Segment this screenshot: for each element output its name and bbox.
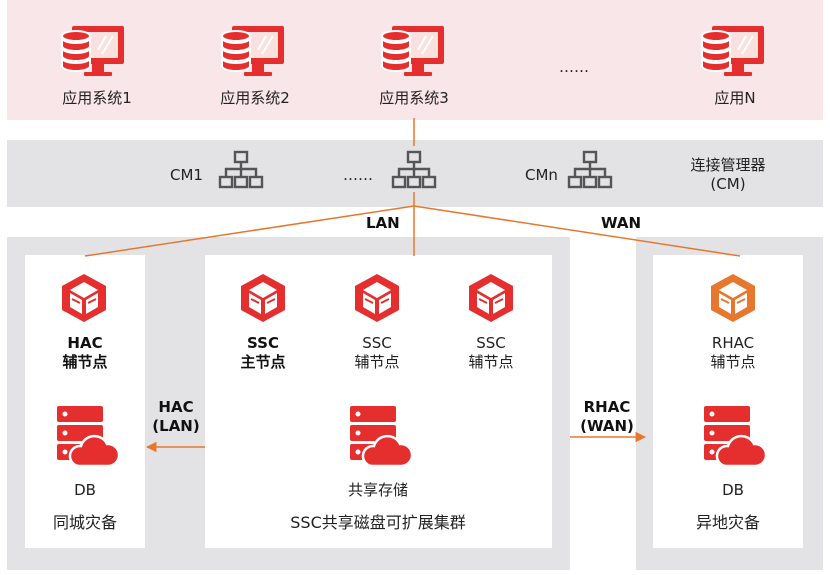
ssc-main-line1: SSC	[247, 334, 279, 352]
cm-title-line1: 连接管理器	[690, 156, 766, 174]
right-db-label: DB	[722, 481, 744, 499]
ssc-aux2-line1: SSC	[476, 334, 506, 352]
rhac-node-line1: RHAC	[711, 334, 755, 352]
hac-node-cube-icon	[62, 274, 106, 322]
wan-label: WAN	[601, 214, 642, 232]
rhac-node-cube-icon	[711, 274, 755, 322]
left-db-label: DB	[74, 481, 96, 499]
rhac-node-line2: 辅节点	[710, 353, 756, 371]
cm-title-line2: (CM)	[710, 175, 746, 193]
lan-label: LAN	[366, 214, 400, 232]
hac-lan-line2: (LAN)	[152, 417, 200, 435]
ssc-main-node-cube-icon	[241, 274, 285, 322]
cm-ellipsis: ……	[343, 166, 373, 184]
app-system-icon	[221, 26, 284, 76]
shared-storage-icon	[350, 406, 414, 468]
network-topology-icon	[218, 150, 264, 189]
app-label-n: 应用N	[714, 89, 756, 107]
rhac-wan-line1: RHAC	[583, 398, 631, 416]
hac-node-line2: 辅节点	[62, 353, 108, 371]
database-server-icon	[704, 406, 768, 468]
hub-to-rhac-line	[413, 205, 741, 257]
left-panel-title: 同城灾备	[52, 513, 118, 532]
ssc-aux-node-2-label: SSC 辅节点	[468, 334, 513, 372]
ssc-aux-node-cube-icon	[469, 274, 513, 322]
ssc-cluster-title: SSC共享磁盘可扩展集群	[290, 513, 466, 532]
app-system-icon	[61, 26, 124, 76]
ssc-aux2-line2: 辅节点	[468, 353, 514, 371]
network-topology-icon	[391, 150, 437, 189]
cm-label-1: CM1	[170, 166, 203, 184]
network-topology-icon	[567, 150, 613, 189]
rhac-wan-line2: (WAN)	[580, 417, 634, 435]
ssc-aux1-line2: 辅节点	[354, 353, 400, 371]
app-label-1: 应用系统1	[62, 89, 132, 107]
app-system-icon	[701, 26, 764, 76]
apps-ellipsis: ……	[559, 58, 589, 76]
hac-lan-line1: HAC	[158, 398, 194, 416]
shared-storage-label: 共享存储	[347, 481, 409, 499]
database-server-icon	[57, 406, 121, 468]
app-system-icon	[381, 26, 444, 76]
ssc-main-node-label: SSC 主节点	[240, 334, 285, 372]
ssc-aux1-line1: SSC	[362, 334, 392, 352]
app-label-2: 应用系统2	[220, 89, 290, 107]
cm-label-n: CMn	[525, 166, 558, 184]
rhac-wan-label: RHAC (WAN)	[580, 398, 634, 436]
hac-node-line1: HAC	[67, 334, 103, 352]
hac-lan-label: HAC (LAN)	[152, 398, 199, 436]
ssc-main-line2: 主节点	[240, 353, 286, 371]
rhac-node-label: RHAC 辅节点	[710, 334, 755, 372]
ssc-aux-node-1-label: SSC 辅节点	[354, 334, 399, 372]
app-label-3: 应用系统3	[379, 89, 449, 107]
hub-to-hac-line	[84, 205, 415, 257]
ssc-aux-node-cube-icon	[355, 274, 399, 322]
cm-title: 连接管理器 (CM)	[690, 156, 765, 194]
hac-node-label: HAC 辅节点	[62, 334, 107, 372]
right-panel-title: 异地灾备	[695, 513, 761, 532]
